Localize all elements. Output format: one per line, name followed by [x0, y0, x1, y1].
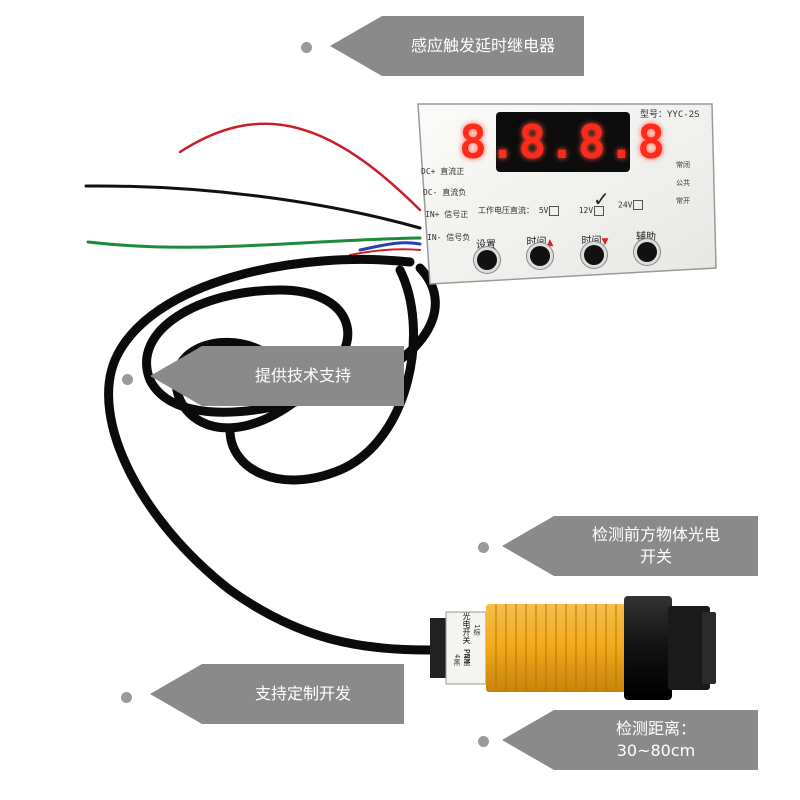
callout-dot-delay-relay: [301, 42, 312, 53]
callout-dot-photo-sensor: [478, 542, 489, 553]
sensor-cable: [104, 254, 440, 655]
voltage-24v-row: 24V: [618, 200, 644, 210]
voltage-5v: 5V: [538, 206, 549, 215]
segment-readout: 8.8.8.8: [459, 115, 667, 169]
callout-delay-relay: 感应触发延时继电器: [330, 16, 584, 76]
callout-text: 提供技术支持: [202, 346, 404, 406]
sensor-wire-blue: 3蓝: [463, 654, 471, 666]
callout-arrow: [502, 516, 554, 576]
callout-photo-sensor: 检测前方物体光电开关: [502, 516, 758, 576]
callout-text: 支持定制开发: [202, 664, 404, 724]
voltage-row: 工作电压直流： 5V 12V: [478, 205, 605, 216]
photoelectric-sensor: [430, 596, 716, 700]
triangle-down-icon: ▼: [601, 237, 609, 247]
callout-arrow: [150, 664, 202, 724]
callout-tech-support: 提供技术支持: [150, 346, 404, 406]
checkbox-12v: [594, 205, 605, 216]
sensor-wire-brown: 1棕: [473, 624, 481, 636]
relay-no: 常开: [676, 197, 690, 205]
time-up-text: 时间: [526, 237, 547, 248]
aux-button-label: 辅助: [636, 232, 656, 243]
time-down-text: 时间: [581, 236, 602, 247]
callout-dot-distance: [478, 736, 489, 747]
set-button: [477, 250, 497, 270]
relay-controller: [417, 103, 717, 285]
time-down-button-label: 时间▼: [575, 232, 615, 247]
lead-wires: [84, 122, 422, 256]
terminal-in-plus: IN+ 信号正: [425, 210, 469, 219]
callout-custom-dev: 支持定制开发: [150, 664, 404, 724]
segment-display: [496, 112, 630, 172]
callout-distance: 检测距离：30~80cm: [502, 710, 758, 770]
callout-text: 检测距离：30~80cm: [554, 710, 758, 770]
segment-digits: 8.8.8.8: [459, 113, 665, 171]
terminal-dc-minus: DC- 直流负: [423, 188, 467, 197]
model-label: 型号：YYC-2S: [640, 110, 700, 120]
callout-dot-tech-support: [122, 374, 133, 385]
callout-text: 检测前方物体光电开关: [554, 516, 758, 576]
checkbox-5v: [549, 205, 560, 216]
triangle-up-icon: ▲: [546, 238, 554, 248]
terminal-dc-plus: DC+ 直流正: [421, 167, 465, 176]
check-mark-icon: ✓: [593, 187, 610, 211]
time-up-button: [530, 246, 550, 266]
callout-arrow: [150, 346, 202, 406]
aux-button: [637, 242, 657, 262]
relay-com: 公共: [676, 179, 690, 187]
callout-dot-custom-dev: [121, 692, 132, 703]
callout-arrow: [502, 710, 554, 770]
set-button-label: 设置: [476, 240, 496, 251]
checkbox-24v: [633, 200, 644, 210]
voltage-label: 工作电压直流：: [478, 206, 534, 215]
relay-nc: 常闭: [676, 161, 690, 169]
voltage-12v: 12V: [578, 206, 594, 215]
voltage-24v: 24V: [618, 200, 633, 210]
terminal-in-minus: IN- 信号负: [427, 233, 471, 242]
callout-text: 感应触发延时继电器: [382, 16, 584, 76]
callout-arrow: [330, 16, 382, 76]
sensor-wire-black: 4黑: [453, 654, 461, 666]
sensor-label: 光电开关 PNM: [462, 612, 471, 664]
time-up-button-label: 时间▲: [520, 233, 560, 248]
time-down-button: [584, 245, 604, 265]
